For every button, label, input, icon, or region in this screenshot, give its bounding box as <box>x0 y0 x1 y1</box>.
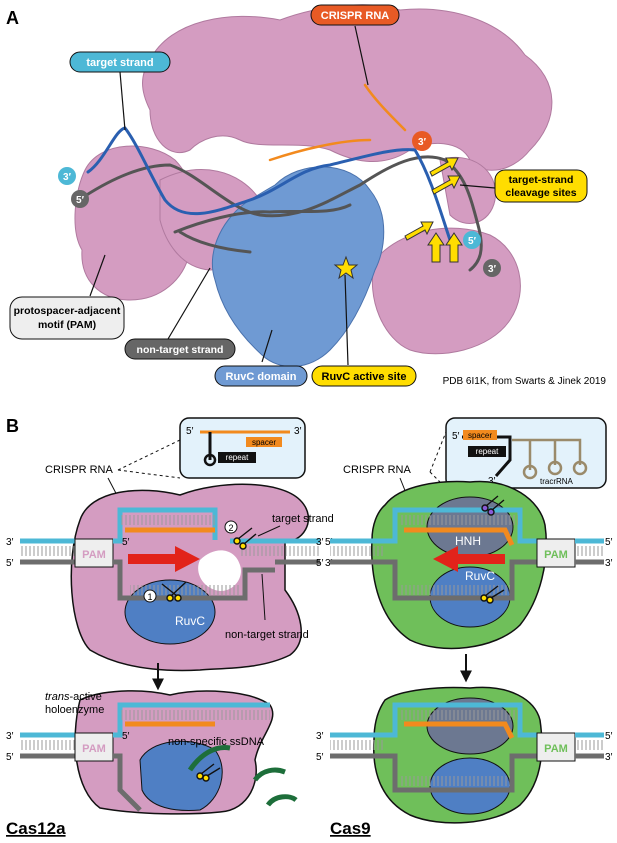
svg-text:5′: 5′ <box>452 431 460 442</box>
cas9-top: 5′ 3′ spacer repeat tracrRNA CRISPR RNA … <box>316 417 613 650</box>
svg-text:cleavage sites: cleavage sites <box>505 187 576 199</box>
trans-label-line1: trans-active <box>45 691 102 703</box>
label-ruvc-active-site: RuvC active site <box>311 365 417 387</box>
svg-text:3′: 3′ <box>316 731 324 742</box>
svg-text:tracrRNA: tracrRNA <box>540 477 574 486</box>
svg-text:PAM: PAM <box>544 549 568 561</box>
svg-text:5′: 5′ <box>605 731 613 742</box>
cas12a-cleft <box>198 550 241 591</box>
svg-text:RuvC: RuvC <box>465 569 495 583</box>
svg-text:3′: 3′ <box>488 264 497 275</box>
ssdna-label: non-specific ssDNA <box>168 736 265 748</box>
svg-text:spacer: spacer <box>252 438 276 447</box>
svg-text:5′: 5′ <box>122 731 130 742</box>
svg-text:RuvC domain: RuvC domain <box>226 371 297 383</box>
svg-text:motif (PAM): motif (PAM) <box>38 319 96 331</box>
cas9-direction-arrow <box>433 546 505 572</box>
svg-text:repeat: repeat <box>476 447 499 456</box>
svg-text:non-target strand: non-target strand <box>137 344 224 356</box>
non-target-backbone <box>83 155 483 272</box>
panel-a-callout-lines <box>89 25 496 366</box>
label-crispr-rna: CRISPR RNA <box>310 4 400 26</box>
scissors-icon <box>481 495 505 516</box>
svg-text:CRISPR RNA: CRISPR RNA <box>321 10 390 22</box>
cas12a-bottom: PAM 5′ 3′ 5′ trans-active holoenzyme non… <box>6 690 298 815</box>
cas9-crispr-rna-label: CRISPR RNA <box>343 464 412 476</box>
label-ruvc-domain: RuvC domain <box>214 365 308 387</box>
cas9-inset: 5′ 3′ spacer repeat tracrRNA <box>445 417 607 489</box>
scissors-icon <box>196 763 221 782</box>
svg-text:spacer: spacer <box>468 431 492 440</box>
svg-text:1: 1 <box>147 592 152 602</box>
svg-text:3′: 3′ <box>325 558 333 569</box>
cas12a-direction-arrow <box>128 546 200 572</box>
svg-text:target-strand: target-strand <box>509 174 574 186</box>
svg-text:2: 2 <box>228 523 233 533</box>
svg-text:RuvC: RuvC <box>175 614 205 628</box>
trans-label-line2: holoenzyme <box>45 704 104 716</box>
cas12a-title: Cas12a <box>6 819 66 838</box>
svg-text:5′: 5′ <box>122 537 130 548</box>
scissors-icon <box>480 585 505 604</box>
ssdna-fragments <box>187 744 298 807</box>
active-site-star <box>333 255 359 280</box>
label-cleavage-sites: target-strand cleavage sites <box>494 169 588 203</box>
svg-text:3′: 3′ <box>6 731 14 742</box>
svg-text:HNH: HNH <box>455 534 481 548</box>
svg-text:3′: 3′ <box>605 558 613 569</box>
svg-text:5′: 5′ <box>6 558 14 569</box>
scissors-icon <box>161 527 257 602</box>
panel-b: B 5′ 3′ spacer repeat CRISPR RNA <box>6 416 613 838</box>
svg-text:3′: 3′ <box>6 537 14 548</box>
cas9-title: Cas9 <box>330 819 371 838</box>
target-strand-label: target strand <box>272 513 334 525</box>
svg-text:PAM: PAM <box>82 549 106 561</box>
cas12a-inset: 5′ 3′ spacer repeat <box>179 417 306 479</box>
svg-text:5′: 5′ <box>325 537 333 548</box>
svg-text:3′: 3′ <box>63 172 72 183</box>
dna-backbones <box>83 83 483 272</box>
svg-text:5′: 5′ <box>316 558 324 569</box>
svg-text:repeat: repeat <box>226 453 249 462</box>
ruvc-domain-surface <box>211 166 385 367</box>
crispr-rna-backbone <box>268 83 407 162</box>
label-pam: protospacer-adjacent motif (PAM) <box>9 296 125 340</box>
svg-text:3′: 3′ <box>488 476 496 487</box>
svg-text:3′: 3′ <box>316 537 324 548</box>
svg-text:3′: 3′ <box>605 752 613 763</box>
strand-end-markers: 3′ 5′ 3′ 5′ 3′ <box>58 131 501 277</box>
svg-text:5′: 5′ <box>6 752 14 763</box>
svg-text:3′: 3′ <box>294 426 302 437</box>
svg-text:5′: 5′ <box>468 236 477 247</box>
label-non-target-strand: non-target strand <box>124 338 236 360</box>
cas12a-top: 5′ 3′ spacer repeat CRISPR RNA RuvC <box>6 417 334 672</box>
citation: PDB 6I1K, from Swarts & Jinek 2019 <box>443 376 607 387</box>
cleavage-arrows <box>404 157 463 263</box>
svg-text:PAM: PAM <box>82 743 106 755</box>
cas9-hnh <box>426 496 514 558</box>
svg-text:5′: 5′ <box>605 537 613 548</box>
cas12a-crispr-rna-label: CRISPR RNA <box>45 464 114 476</box>
svg-text:5′: 5′ <box>76 195 85 206</box>
cas9-bottom: PAM 3′ 5′ 5′ 3′ <box>316 686 613 824</box>
svg-text:protospacer-adjacent: protospacer-adjacent <box>14 305 121 317</box>
panel-a-letter: A <box>6 8 19 28</box>
svg-text:5′: 5′ <box>186 426 194 437</box>
label-target-strand: target strand <box>69 51 171 73</box>
panel-b-letter: B <box>6 416 19 436</box>
svg-text:5′: 5′ <box>316 752 324 763</box>
panel-a: A 3′ <box>6 4 607 387</box>
svg-text:PAM: PAM <box>544 743 568 755</box>
svg-text:RuvC active site: RuvC active site <box>322 371 407 383</box>
non-target-strand-label: non-target strand <box>225 629 309 641</box>
target-backbone <box>86 126 452 242</box>
svg-text:target strand: target strand <box>86 57 153 69</box>
svg-text:3′: 3′ <box>418 137 427 148</box>
